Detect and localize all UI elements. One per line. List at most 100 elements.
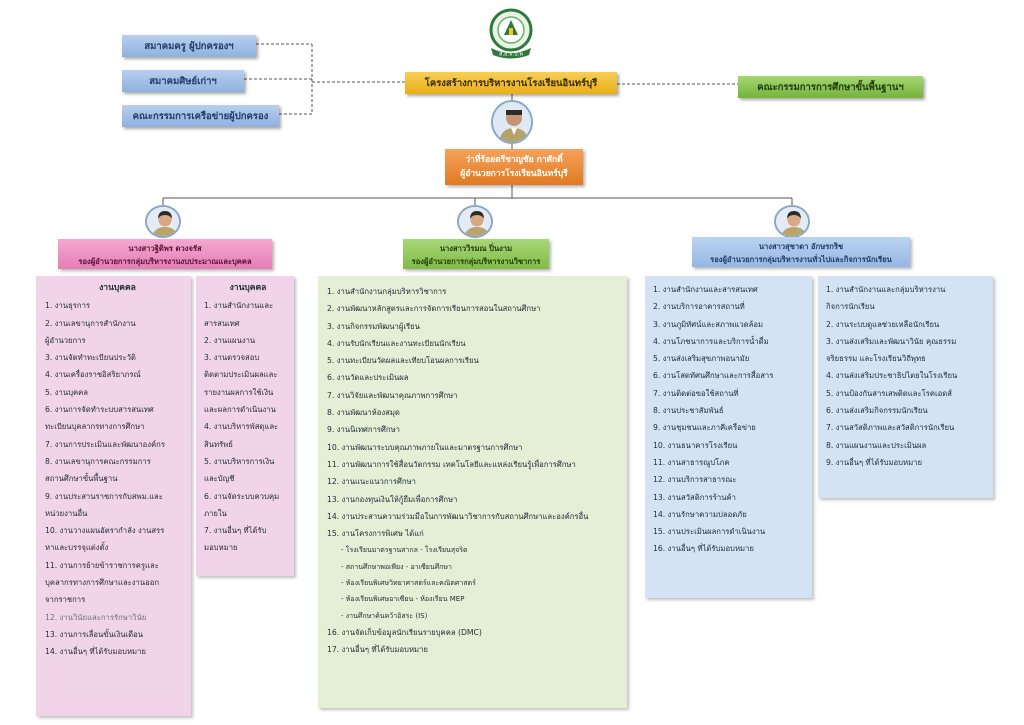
special-project-item: - งานศึกษาค้นคว้าอิสระ (IS) bbox=[341, 611, 428, 620]
special-project-item: - โรงเรียนมาตรฐานสากล - โรงเรียนสุจริต bbox=[341, 546, 468, 555]
list-item: 1. งานสำนักงานกลุ่มบริหารวิชาการ bbox=[327, 287, 447, 296]
director-photo bbox=[491, 100, 533, 144]
list-item: 5. งานบุคคล bbox=[45, 387, 88, 397]
list-item: จริยธรรม และโรงเรียนวิถีพุทธ bbox=[826, 354, 926, 364]
special-project-item: - ห้องเรียนพิเศษอาเซียน - ห้องเรียน MEP bbox=[341, 595, 465, 604]
list-item: 8. งานพัฒนาห้องสมุด bbox=[327, 408, 400, 418]
list-item: 2. งานบริการอาคารสถานที่ bbox=[653, 302, 745, 312]
list-item: 11. งานสาธารณูปโภค bbox=[653, 457, 730, 467]
list-item: 7. งานการประเมินและพัฒนาองค์กร bbox=[45, 439, 165, 449]
deputy-photo-academic bbox=[457, 205, 493, 238]
director-title: ผู้อำนวยการโรงเรียนอินทร์บุรี bbox=[460, 169, 568, 179]
school-structure-label: โครงสร้างการบริหารงานโรงเรียนอินทร์บุรี bbox=[424, 77, 598, 89]
list-item: 9. งานนิเทศการศึกษา bbox=[327, 425, 400, 435]
deputy-general-box: นางสาวสุชาดา อักษรกริช รองผู้อำนวยการกลุ… bbox=[692, 237, 910, 267]
teacher-parent-assoc-label: สมาคมครู ผู้ปกครองฯ bbox=[144, 40, 234, 52]
list-item: 6. งานโสตทัศนศึกษาและการสื่อสาร bbox=[653, 371, 774, 381]
list-item: 11. งานพัฒนาการใช้สื่อนวัตกรรม เทคโนโลยี… bbox=[327, 459, 576, 469]
list-item: ทะเบียนบุคลากรทางการศึกษา bbox=[45, 422, 145, 432]
deputy-general-name: นางสาวสุชาดา อักษรกริช bbox=[758, 242, 844, 251]
list-item: 2. งานแผนงาน bbox=[204, 335, 256, 345]
list-item: หน่วยงานอื่น bbox=[45, 508, 88, 518]
list-item: 2. งานระบบดูแลช่วยเหลือนักเรียน bbox=[826, 319, 940, 329]
list-item: 10. งานพัฒนาระบบคุณภาพภายในและมาตรฐานการ… bbox=[327, 442, 523, 452]
list-item: 7. งานติดต่อขอใช้สถานที่ bbox=[653, 388, 739, 398]
special-project-item: - สถานศึกษาพอเพียง - อาเซียนศึกษา bbox=[341, 562, 452, 571]
list-item: 1. งานธุรการ bbox=[45, 301, 91, 311]
student-panel bbox=[818, 276, 993, 498]
alumni-assoc-label: สมาคมศิษย์เก่าฯ bbox=[149, 75, 217, 87]
list-item: 8. งานเลขานุการคณะกรรมการ bbox=[45, 456, 151, 466]
budget-heading: งานบุคคล bbox=[229, 283, 267, 293]
deputy-academic-box: นางสาววิรมณ ปิ่นงาม รองผู้อำนวยการกลุ่มบ… bbox=[403, 239, 549, 269]
list-item: 17. งานอื่นๆ ที่ได้รับมอบหมาย bbox=[327, 645, 428, 655]
list-item: ผู้อำนวยการ bbox=[45, 335, 86, 345]
list-item: 15. งานประเมินผลการดำเนินงาน bbox=[653, 527, 766, 537]
list-item: บุคลากรทางการศึกษาและงานออก bbox=[45, 578, 159, 588]
list-item: 9. งานชุมชนและภาคีเครือข่าย bbox=[653, 423, 756, 433]
list-item: 13. งานกองทุนเงินให้กู้ยืมเพื่อการศึกษา bbox=[327, 494, 458, 504]
personnel-list: งานบุคคล 1. งานธุรการ 2. งานเลขานุการสำน… bbox=[45, 280, 190, 661]
list-item: และผลการดำเนินงาน bbox=[204, 405, 276, 415]
logo-text: ส.อ.จ.บ.พ bbox=[499, 51, 523, 58]
deputy-general-title: รองผู้อำนวยการกลุ่มบริหารงานทั่วไปและกิจ… bbox=[710, 255, 892, 264]
list-item: 3. งานกิจกรรมพัฒนาผู้เรียน bbox=[327, 321, 420, 331]
teacher-parent-assoc-box: สมาคมครู ผู้ปกครองฯ bbox=[122, 35, 256, 57]
list-item: 9. งานประสานราชการกับสพม.และ bbox=[45, 491, 163, 501]
deputy-photo-budget bbox=[145, 205, 181, 238]
list-item: 1. งานสำนักงานและกลุ่มบริหารงาน bbox=[826, 285, 946, 294]
list-item: 14. งานรักษาความปลอดภัย bbox=[653, 509, 747, 519]
list-item: จากราชการ bbox=[45, 595, 86, 605]
director-name: ว่าที่ร้อยตรีชาญชัย กาศักดิ์ bbox=[465, 155, 563, 165]
list-item: สินทรัพย์ bbox=[204, 439, 233, 449]
list-item: 3. งานส่งเสริมและพัฒนาวินัย คุณธรรม bbox=[826, 336, 957, 346]
list-item: 11. งานการย้ายข้าราชการครูและ bbox=[45, 560, 159, 570]
deputy-photo-general bbox=[774, 205, 810, 238]
list-item: มอบหมาย bbox=[204, 543, 238, 553]
list-item: และบัญชี bbox=[204, 474, 235, 484]
list-item: 16. งานจัดเก็บข้อมูลนักเรียนรายบุคคล (DM… bbox=[327, 627, 482, 637]
deputy-budget-box: นางสาวฐิติพร ดวงจรัส รองผู้อำนวยการกลุ่ม… bbox=[58, 239, 272, 269]
school-structure-box: โครงสร้างการบริหารงานโรงเรียนอินทร์บุรี bbox=[405, 72, 617, 94]
list-item: 10. งานวางแผนอัตรากำลัง งานสรร bbox=[45, 526, 165, 536]
deputy-academic-title: รองผู้อำนวยการกลุ่มบริหารงานวิชาการ bbox=[411, 257, 541, 266]
list-item: 1. งานสำนักงานและ bbox=[204, 301, 274, 311]
list-item: 4. งานเครื่องราชอิสริยาภรณ์ bbox=[45, 370, 141, 380]
list-item: 7. งานอื่นๆ ที่ได้รับ bbox=[204, 526, 267, 536]
list-item: 12. งานบริการสาธารณะ bbox=[653, 475, 737, 485]
personnel-panel bbox=[36, 276, 191, 716]
academic-panel bbox=[318, 276, 627, 708]
list-item: ภายใน bbox=[204, 508, 227, 518]
list-item: 5. งานบริหารการเงิน bbox=[204, 456, 275, 466]
list-item: 4. งานรับนักเรียนและงานทะเบียนนักเรียน bbox=[327, 338, 466, 348]
list-item: 15. งานโครงการพิเศษ ได้แก่ bbox=[327, 529, 424, 539]
general-panel bbox=[645, 276, 812, 598]
list-item: 6. งานการจัดทำระบบสารสนเทศ bbox=[45, 405, 154, 415]
list-item: 1. งานสำนักงานและสารสนเทศ bbox=[653, 285, 758, 294]
basic-edu-board-box: คณะกรรมการการศึกษาขั้นพื้นฐานฯ bbox=[738, 76, 923, 98]
list-item: หาและบรรจุแต่งตั้ง bbox=[45, 543, 109, 553]
list-item: 6. งานส่งเสริมกิจกรรมนักเรียน bbox=[826, 406, 928, 416]
list-item: กิจการนักเรียน bbox=[826, 302, 875, 312]
list-item: 7. งานวิจัยและพัฒนาคุณภาพการศึกษา bbox=[327, 390, 458, 400]
list-item: 9. งานอื่นๆ ที่ได้รับมอบหมาย bbox=[826, 457, 923, 467]
list-item: 4. งานโภชนาการและบริการน้ำดื่ม bbox=[653, 336, 769, 346]
list-item: 12. งานวินัยและการรักษาวินัย bbox=[45, 612, 147, 622]
budget-list: งานบุคคล 1. งานสำนักงานและ สารสนเทศ 2. ง… bbox=[204, 280, 292, 557]
academic-list: 1. งานสำนักงานกลุ่มบริหารวิชาการ 2. งานพ… bbox=[327, 283, 623, 659]
list-item: 4. งานบริหารพัสดุและ bbox=[204, 422, 279, 432]
student-list: 1. งานสำนักงานและกลุ่มบริหารงาน กิจการนั… bbox=[826, 281, 992, 471]
alumni-assoc-box: สมาคมศิษย์เก่าฯ bbox=[122, 70, 244, 92]
budget-panel bbox=[196, 276, 294, 576]
list-item: 5. งานป้องกันสารเสพติดและโรคเอดส์ bbox=[826, 388, 952, 398]
list-item: ติดตามประเมินผลและ bbox=[204, 370, 278, 380]
list-item: 13. งานการเลื่อนขั้นเงินเดือน bbox=[45, 629, 143, 639]
list-item: 14. งานประสานความร่วมมือในการพัฒนาวิชากา… bbox=[327, 511, 589, 521]
deputy-budget-title: รองผู้อำนวยการกลุ่มบริหารงานงบประมาณและบ… bbox=[78, 257, 252, 266]
list-item: 5. งานทะเบียนวัดผลและเทียบโอนผลการเรียน bbox=[327, 356, 479, 366]
parent-network-box: คณะกรรมการเครือข่ายผู้ปกครอง bbox=[122, 105, 279, 127]
list-item: 2. งานเลขานุการสำนักงาน bbox=[45, 318, 136, 328]
list-item: 14. งานอื่นๆ ที่ได้รับมอบหมาย bbox=[45, 647, 146, 657]
list-item: 10. งานธนาคารโรงเรียน bbox=[653, 440, 738, 450]
list-item: 6. งานจัดระบบควบคุม bbox=[204, 491, 280, 501]
